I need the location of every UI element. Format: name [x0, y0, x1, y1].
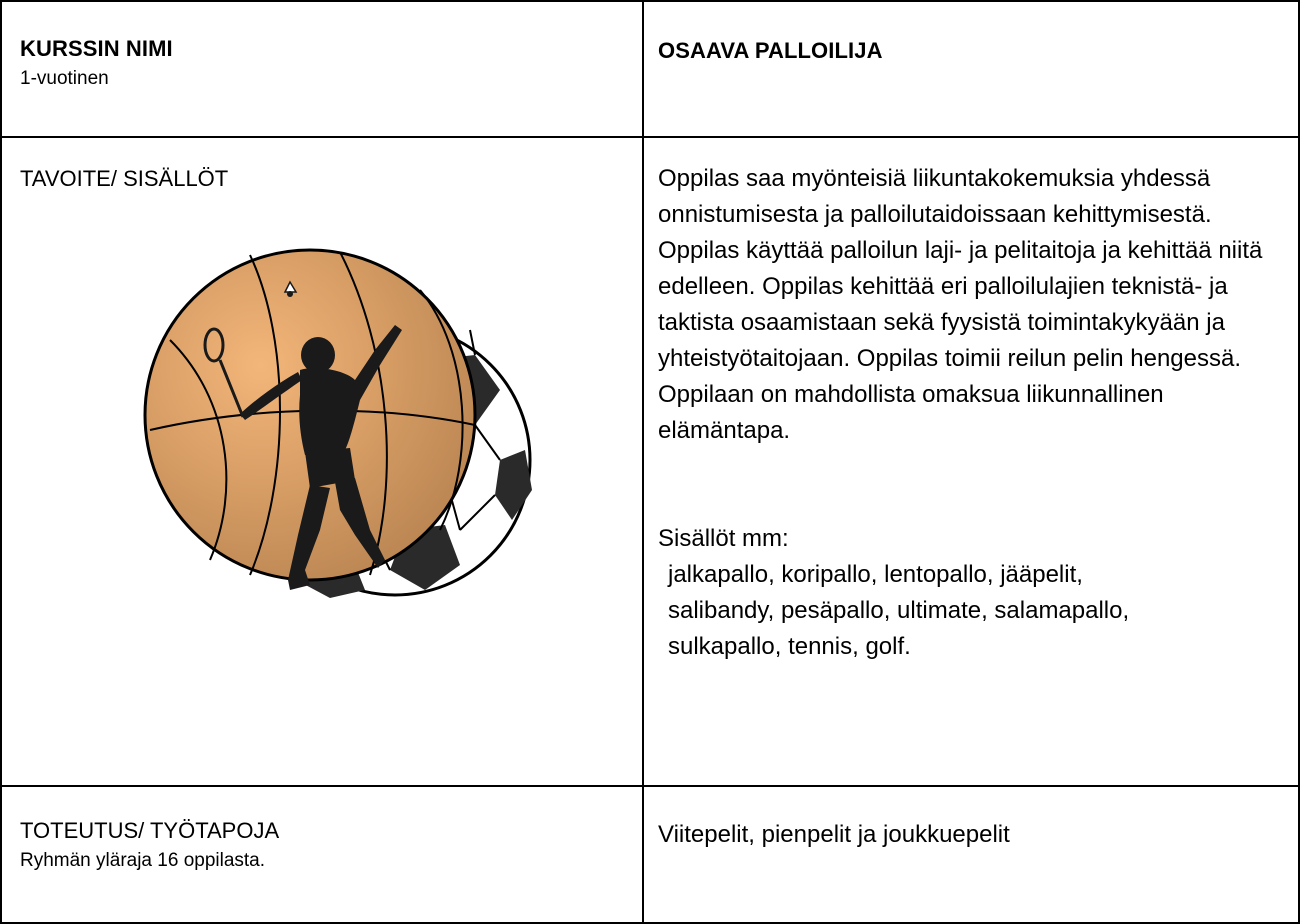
implementation-label-cell: TOTEUTUS/ TYÖTAPOJA Ryhmän yläraja 16 op…: [0, 785, 644, 924]
implementation-label: TOTEUTUS/ TYÖTAPOJA: [20, 818, 280, 843]
goals-description: Oppilas saa myönteisiä liikuntakokemuksi…: [658, 165, 1263, 444]
badminton-player-icon: [203, 280, 402, 590]
list-item: jalkapallo, koripallo, lentopallo, jääpe…: [668, 561, 1083, 588]
goals-content-cell: Oppilas saa myönteisiä liikuntakokemuksi…: [642, 136, 1300, 787]
table-row: TOTEUTUS/ TYÖTAPOJA Ryhmän yläraja 16 op…: [0, 785, 1300, 924]
group-limit: Ryhmän yläraja 16 oppilasta.: [20, 850, 266, 871]
list-item: salibandy, pesäpallo, ultimate, salamapa…: [668, 597, 1130, 624]
implementation-methods: Viitepelit, pienpelit ja joukkuepelit: [658, 821, 1010, 848]
course-title-cell: OSAAVA PALLOILIJA: [642, 0, 1300, 138]
course-title: OSAAVA PALLOILIJA: [658, 38, 883, 63]
list-item: sulkapallo, tennis, golf.: [668, 633, 911, 660]
course-duration: 1-vuotinen: [20, 68, 109, 89]
implementation-content-cell: Viitepelit, pienpelit ja joukkuepelit: [642, 785, 1300, 924]
sports-ball-illustration: [143, 248, 532, 598]
contents-list: jalkapallo, koripallo, lentopallo, jääpe…: [658, 557, 1298, 665]
table-row: TAVOITE/ SISÄLLÖT Oppilas saa myönteisiä…: [0, 136, 1300, 787]
goals-label-cell: TAVOITE/ SISÄLLÖT: [0, 136, 644, 787]
course-name-label: KURSSIN NIMI: [20, 36, 173, 61]
contents-label: Sisällöt mm:: [658, 525, 789, 552]
course-name-cell: KURSSIN NIMI 1-vuotinen: [0, 0, 644, 138]
goals-label: TAVOITE/ SISÄLLÖT: [20, 166, 229, 191]
table-row: KURSSIN NIMI 1-vuotinen OSAAVA PALLOILIJ…: [0, 0, 1300, 138]
